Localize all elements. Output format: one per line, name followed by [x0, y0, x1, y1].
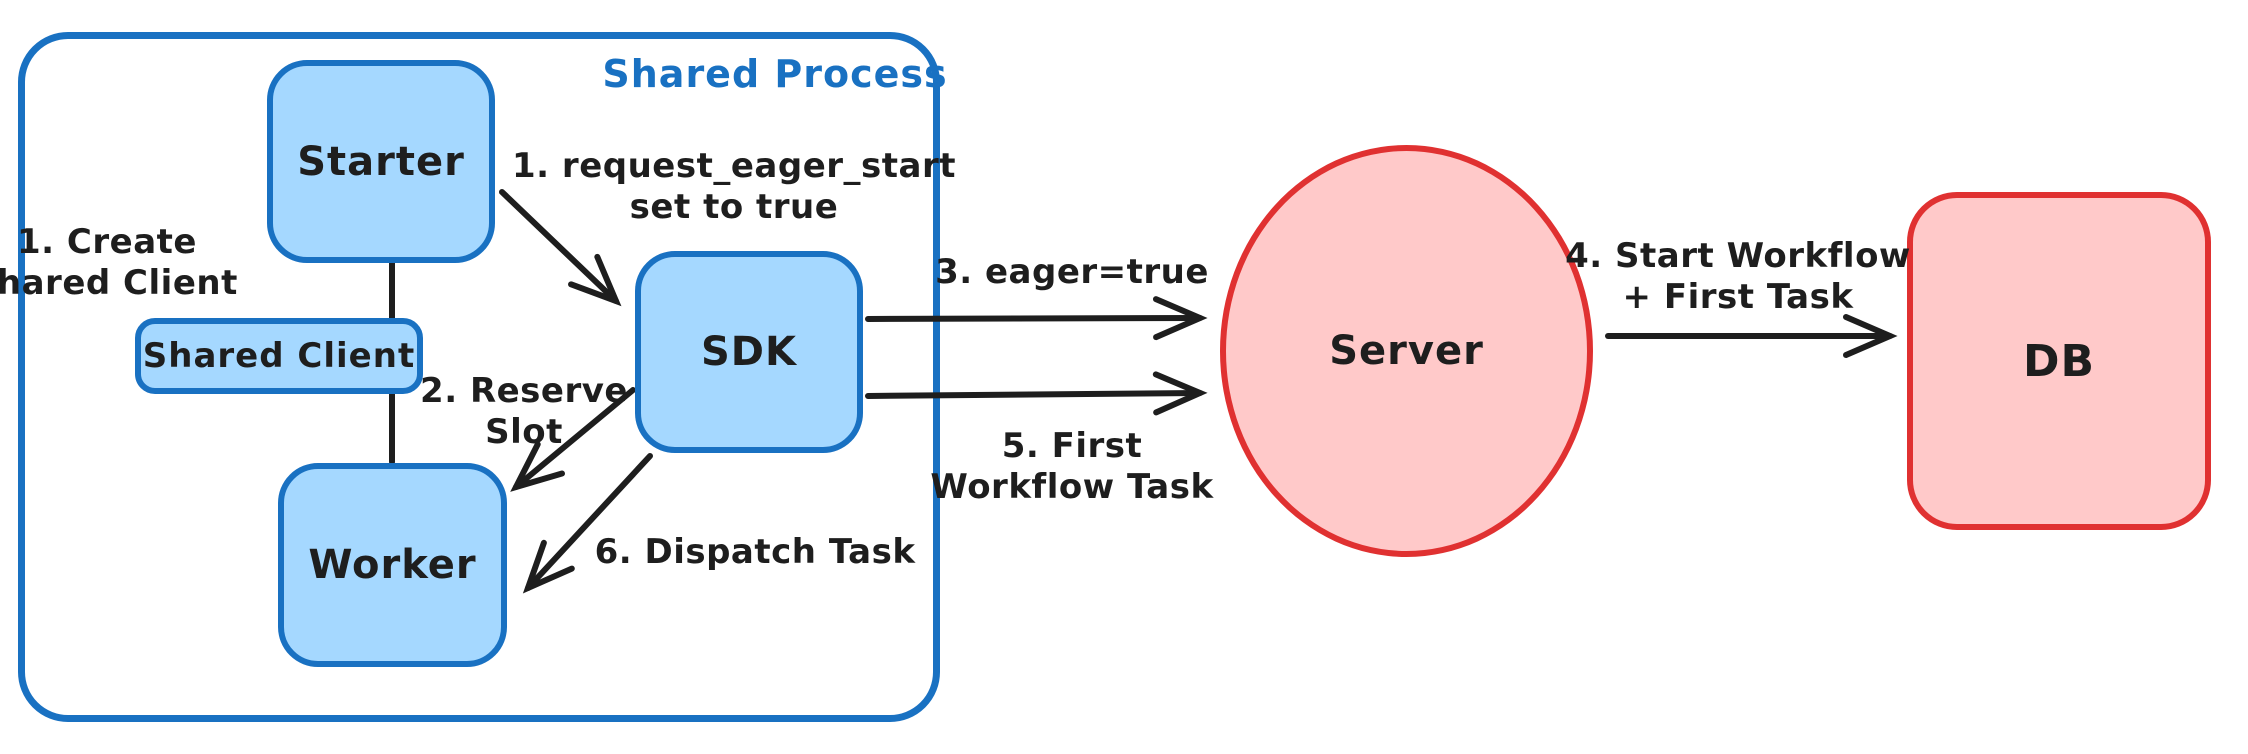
worker-node-label: Worker — [308, 542, 477, 588]
worker-node: Worker — [278, 463, 507, 667]
annotation-create-shared-client: 1. Create shared Client — [0, 222, 238, 304]
edge-sdk-server-eager-arrow — [865, 296, 1208, 341]
shared-process-label: Shared Process — [602, 52, 948, 96]
starter-node: Starter — [267, 60, 495, 263]
annotation-start-workflow: 4. Start Workflow + First Task — [1565, 236, 1911, 318]
edge-sdk-worker-reserve-arrow — [510, 387, 636, 492]
annotation-reserve-slot: 2. Reserve Slot — [420, 371, 628, 453]
db-node: DB — [1907, 192, 2211, 530]
edge-starter-sdk-arrow — [499, 189, 622, 307]
sdk-node-label: SDK — [700, 329, 797, 375]
sdk-node: SDK — [635, 251, 863, 453]
starter-node-label: Starter — [297, 138, 465, 185]
shared-client-node-label: Shared Client — [142, 336, 416, 376]
server-node: Server — [1220, 145, 1593, 557]
annotation-eager-true: 3. eager=true — [935, 252, 1209, 292]
annotation-request-eager-start: 1. request_eager_start set to true — [512, 146, 956, 228]
server-node-label: Server — [1329, 328, 1484, 374]
edge-sdk-worker-dispatch-arrow — [522, 453, 653, 594]
annotation-dispatch-task: 6. Dispatch Task — [594, 532, 916, 572]
db-node-label: DB — [2022, 335, 2096, 387]
shared-process-group-box — [18, 32, 940, 722]
edge-sdk-server-first-task-arrow — [865, 371, 1208, 416]
shared-client-node: Shared Client — [135, 318, 423, 394]
annotation-first-workflow-task: 5. First Workflow Task — [930, 426, 1214, 508]
